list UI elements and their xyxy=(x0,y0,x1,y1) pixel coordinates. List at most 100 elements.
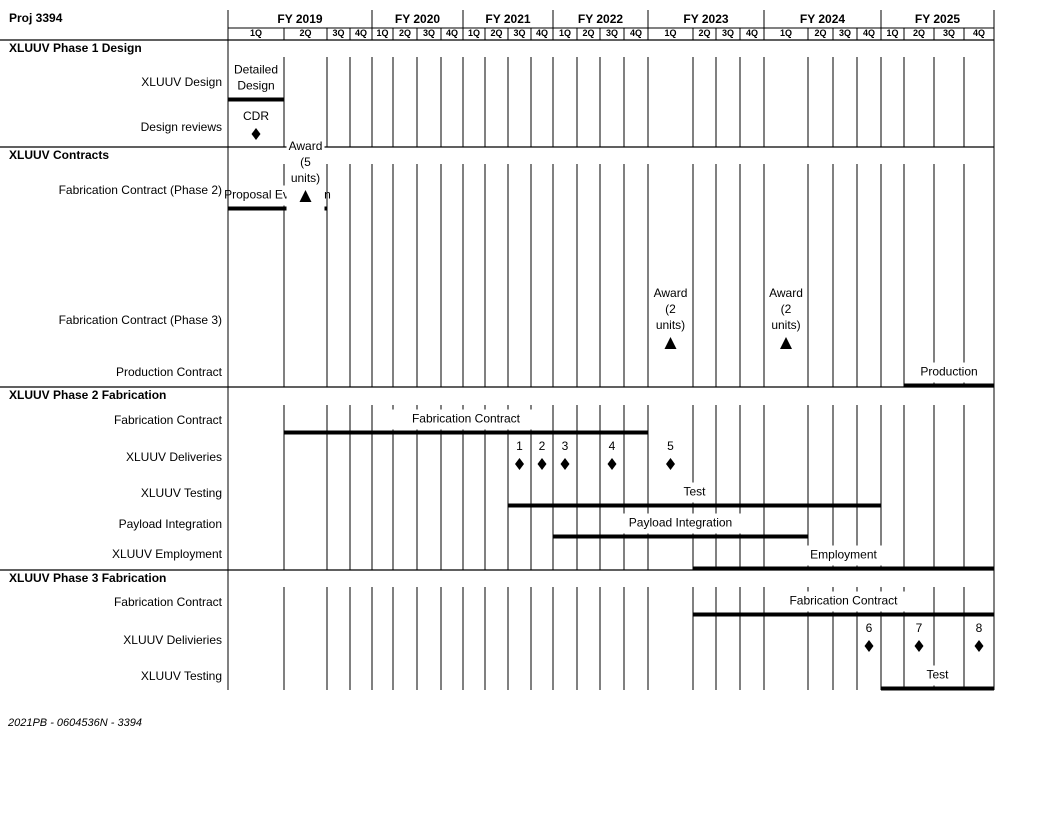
milestone-label: 8 xyxy=(976,621,983,635)
diamond-milestone xyxy=(666,458,675,470)
quarter-label: 4Q xyxy=(446,28,458,38)
quarter-label: 2Q xyxy=(299,28,311,38)
milestone-label: 5 xyxy=(667,439,674,453)
diamond-milestone xyxy=(560,458,570,470)
milestone-label: Award xyxy=(654,286,688,300)
bar xyxy=(228,206,327,211)
quarter-label: 4Q xyxy=(630,28,642,38)
section-title: XLUUV Contracts xyxy=(9,148,109,162)
quarter-label: 2Q xyxy=(399,28,411,38)
bar xyxy=(508,503,881,508)
fiscal-year-label: FY 2020 xyxy=(395,12,440,26)
bar-label-background xyxy=(801,545,886,566)
project-label: Proj 3394 xyxy=(9,11,63,25)
quarter-label: 1Q xyxy=(468,28,480,38)
quarter-label: 1Q xyxy=(664,28,676,38)
bar-label: Detailed xyxy=(234,63,278,77)
quarter-label: 1Q xyxy=(780,28,792,38)
diamond-milestone xyxy=(515,458,524,470)
milestone-label: Award xyxy=(769,286,803,300)
quarter-label: 2Q xyxy=(582,28,594,38)
quarter-label: 2Q xyxy=(814,28,826,38)
milestone-label: units) xyxy=(771,318,800,332)
milestone-background xyxy=(661,438,680,472)
quarter-label: 4Q xyxy=(536,28,548,38)
milestone-background xyxy=(910,620,928,654)
bar-label-background xyxy=(229,60,283,97)
milestone-background xyxy=(970,620,988,654)
quarter-label: 3Q xyxy=(943,28,955,38)
bar-label-background xyxy=(389,409,543,430)
bar-label-background xyxy=(907,362,991,383)
milestone-label: 6 xyxy=(866,621,873,635)
triangle-milestone xyxy=(299,190,312,202)
row-label: Production Contract xyxy=(116,365,223,379)
milestone-label: Award xyxy=(289,139,323,153)
bar xyxy=(284,430,648,435)
quarter-label: 1Q xyxy=(559,28,571,38)
milestone-label: units) xyxy=(656,318,685,332)
milestone-background xyxy=(533,438,551,472)
quarter-label: 1Q xyxy=(250,28,262,38)
milestone-label: 4 xyxy=(609,439,616,453)
quarter-label: 1Q xyxy=(376,28,388,38)
bar xyxy=(553,534,808,539)
row-label: Fabrication Contract xyxy=(114,413,223,427)
milestone-background xyxy=(603,438,621,472)
bar-label-background xyxy=(673,482,716,503)
diamond-milestone xyxy=(607,458,617,470)
diamond-milestone xyxy=(914,640,924,652)
quarter-label: 3Q xyxy=(423,28,435,38)
row-label: XLUUV Design xyxy=(141,75,222,89)
quarter-label: 3Q xyxy=(722,28,734,38)
bar-label: Test xyxy=(926,668,949,682)
milestone-label: (5 xyxy=(300,155,311,169)
bar xyxy=(693,612,994,617)
quarter-label: 4Q xyxy=(746,28,758,38)
bar-label-background xyxy=(916,665,959,686)
quarter-label: 3Q xyxy=(839,28,851,38)
row-label: XLUUV Delivieries xyxy=(123,633,222,647)
bar-label: Test xyxy=(683,485,706,499)
milestone-label: 7 xyxy=(916,621,923,635)
bar xyxy=(693,566,994,571)
milestone-background xyxy=(860,620,878,654)
bar-label-background xyxy=(766,591,921,612)
milestone-background xyxy=(247,108,265,142)
row-label: XLUUV Testing xyxy=(141,669,222,683)
fiscal-year-label: FY 2025 xyxy=(915,12,960,26)
bar-label: Production xyxy=(920,365,977,379)
milestone-label: 3 xyxy=(562,439,569,453)
quarter-label: 3Q xyxy=(513,28,525,38)
bar-label: Fabrication Contract xyxy=(789,594,898,608)
milestone-label: (2 xyxy=(781,302,792,316)
fiscal-year-label: FY 2024 xyxy=(800,12,845,26)
fiscal-year-label: FY 2023 xyxy=(683,12,728,26)
milestone-label: units) xyxy=(291,171,320,185)
milestone-label: 2 xyxy=(539,439,546,453)
triangle-milestone xyxy=(780,337,792,349)
fiscal-year-label: FY 2022 xyxy=(578,12,623,26)
bar xyxy=(881,686,994,691)
quarter-label: 2Q xyxy=(913,28,925,38)
bar-label: Employment xyxy=(810,548,877,562)
quarter-label: 4Q xyxy=(973,28,985,38)
row-label: Design reviews xyxy=(141,120,222,134)
quarter-label: 4Q xyxy=(355,28,367,38)
milestone-label: CDR xyxy=(243,109,269,123)
row-label: Fabrication Contract (Phase 3) xyxy=(59,313,222,327)
diamond-milestone xyxy=(864,640,874,652)
bar xyxy=(228,97,284,102)
diamond-milestone xyxy=(537,458,547,470)
diamond-milestone xyxy=(974,640,984,652)
section-title: XLUUV Phase 2 Fabrication xyxy=(9,388,166,402)
row-label: XLUUV Testing xyxy=(141,486,222,500)
section-title: XLUUV Phase 1 Design xyxy=(9,41,142,55)
milestone-background xyxy=(510,438,529,472)
row-label: XLUUV Employment xyxy=(112,547,223,561)
section-title: XLUUV Phase 3 Fabrication xyxy=(9,571,166,585)
footer-label: 2021PB - 0604536N - 3394 xyxy=(8,717,142,729)
milestone-label: 1 xyxy=(516,439,523,453)
bar-label: Design xyxy=(237,79,274,93)
